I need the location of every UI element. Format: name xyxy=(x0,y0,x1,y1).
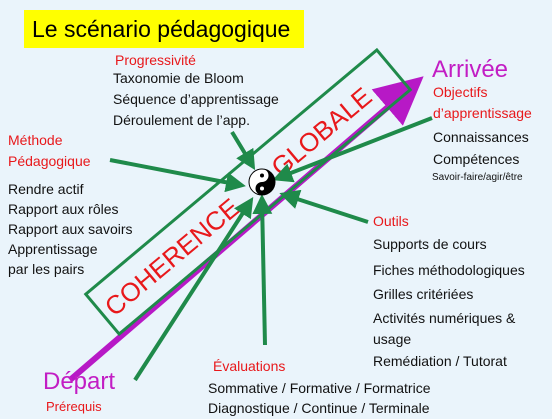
outils-item: Fiches méthodologiques xyxy=(373,262,525,278)
progressivite-item: Séquence d’apprentissage xyxy=(113,91,279,107)
methode-item: Apprentissage xyxy=(8,241,98,257)
progressivite-heading: Progressivité xyxy=(115,52,196,68)
arrow-methode xyxy=(109,158,246,193)
evaluations-item: Sommative / Formative / Formatrice xyxy=(208,380,431,396)
arrow-depart xyxy=(133,196,254,382)
objectifs-small: Savoir-faire/agir/être xyxy=(432,172,523,183)
methode-item: Rapport aux rôles xyxy=(8,201,119,217)
outils-item: Grilles critériées xyxy=(373,286,474,302)
methode-item: par les pairs xyxy=(8,261,85,277)
methode-heading-2: Pédagogique xyxy=(8,153,91,169)
methode-item: Rendre actif xyxy=(8,181,84,197)
depart-label: Départ xyxy=(43,368,116,395)
evaluations-item: Diagnostique / Continue / Terminale xyxy=(208,400,430,416)
outils-item: Supports de cours xyxy=(373,236,487,252)
progressivite-item: Taxonomie de Bloom xyxy=(113,70,244,86)
progressivite-item: Déroulement de l’app. xyxy=(113,112,250,128)
arrow-objectifs xyxy=(272,116,433,183)
evaluations-heading: Évaluations xyxy=(213,358,286,374)
outils-item: Activités numériques & xyxy=(373,310,516,326)
prerequis-label: Prérequis xyxy=(46,399,102,414)
methode-heading-1: Méthode xyxy=(8,132,63,148)
arrow-progressivite xyxy=(230,130,256,171)
arrivee-label: Arrivée xyxy=(432,56,509,83)
methode-item: Rapport aux savoirs xyxy=(8,221,133,237)
yin-yang-icon xyxy=(248,168,276,196)
objectifs-item: Connaissances xyxy=(433,129,529,145)
objectifs-item: Compétences xyxy=(433,151,520,167)
outils-heading: Outils xyxy=(373,213,409,229)
objectifs-heading-2: d’apprentissage xyxy=(433,105,532,121)
page-title: Le scénario pédagogique xyxy=(24,10,304,48)
outils-item: usage xyxy=(373,331,412,347)
objectifs-heading-1: Objectifs xyxy=(433,84,488,100)
arrow-evaluations xyxy=(252,194,273,346)
banner-left-text: COHERENCE xyxy=(99,192,246,322)
outils-item: Remédiation / Tutorat xyxy=(373,353,507,369)
arrow-outils xyxy=(279,189,369,224)
